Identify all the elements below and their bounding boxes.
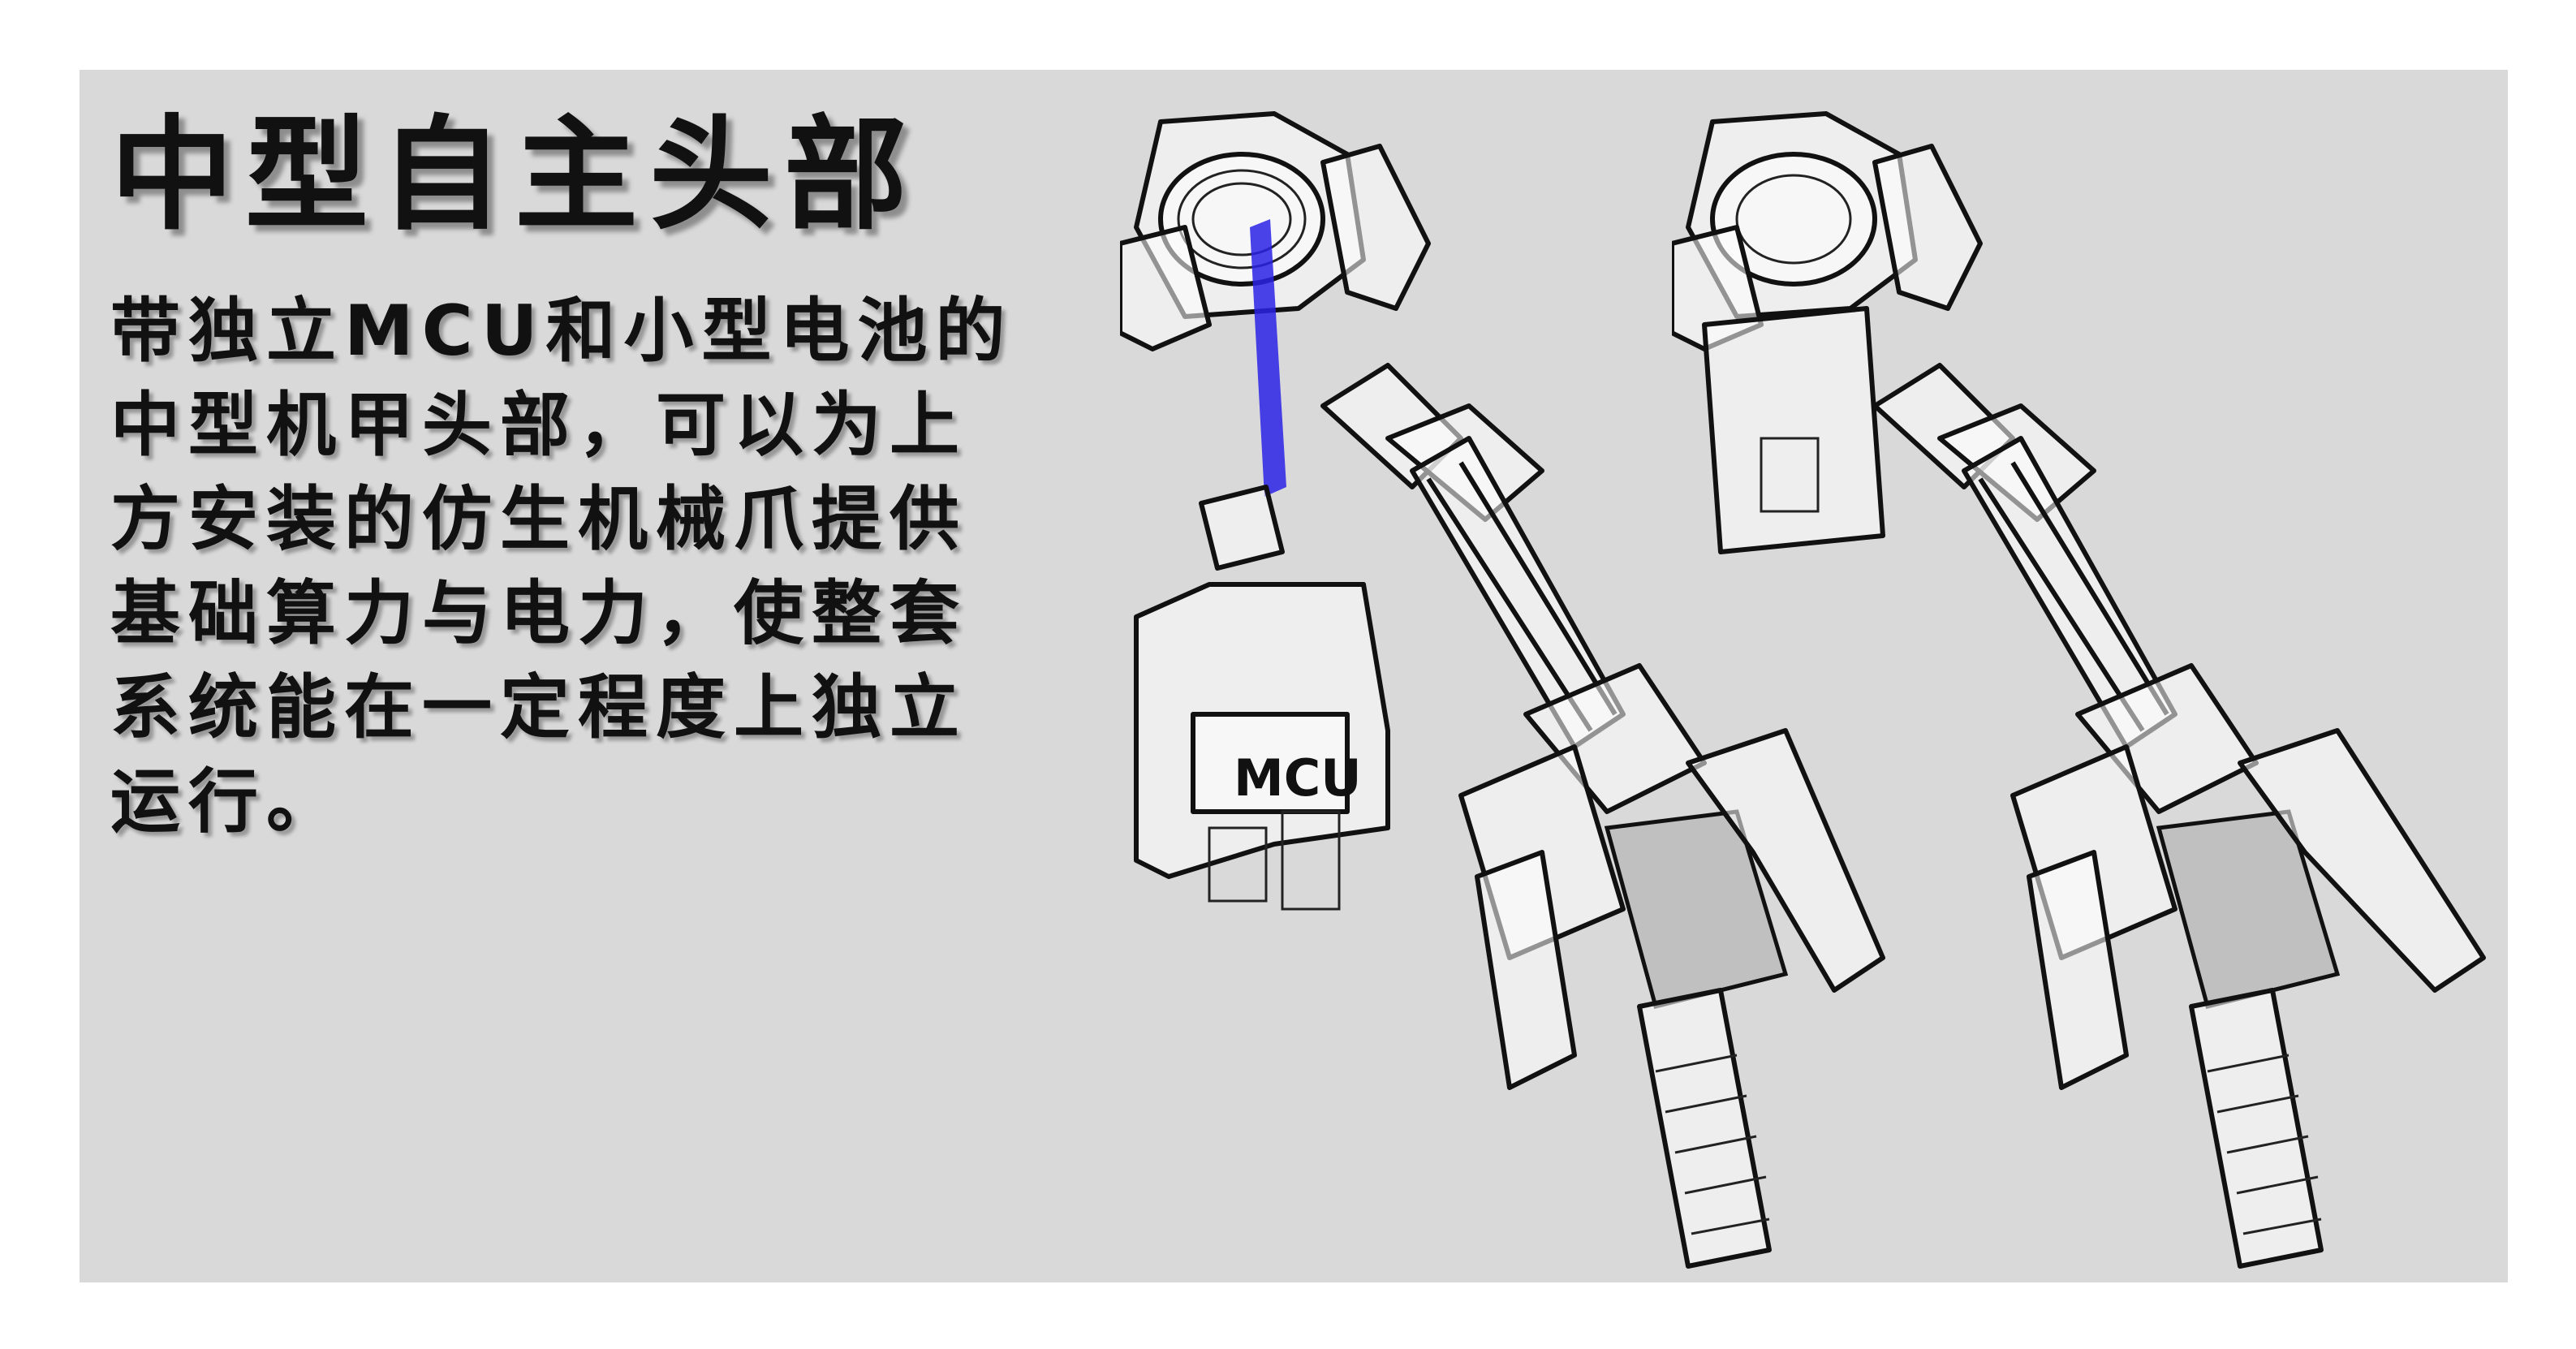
head-housing — [1120, 111, 1431, 351]
assembled-head-render — [1672, 111, 2486, 1269]
finger-segments — [2207, 1054, 2322, 1235]
arm-assembly — [1872, 363, 2486, 1269]
description: 带独立MCU和小型电池的 中型机甲头部，可以为上 方安装的仿生机械爪提供 基础算… — [110, 284, 1068, 849]
accent-rod — [1250, 219, 1286, 497]
finger-segments — [1655, 1054, 1770, 1235]
head-housing — [1672, 111, 1983, 554]
arm-assembly — [1320, 363, 1885, 1269]
description-line: 方安装的仿生机械爪提供 — [110, 479, 967, 560]
description-line: 系统能在一定程度上独立 — [110, 667, 967, 748]
page-title: 中型自主头部 — [110, 103, 919, 247]
description-line: 基础算力与电力，使整套 — [110, 573, 967, 654]
exploded-head-render: MCU — [1120, 111, 1885, 1269]
mcu-label: MCU — [1234, 748, 1362, 808]
description-line: 带独立MCU和小型电池的 — [110, 291, 1014, 372]
mcu-module: MCU — [1134, 485, 1390, 911]
description-line: 运行。 — [110, 761, 344, 843]
description-line: 中型机甲头部，可以为上 — [110, 385, 967, 466]
